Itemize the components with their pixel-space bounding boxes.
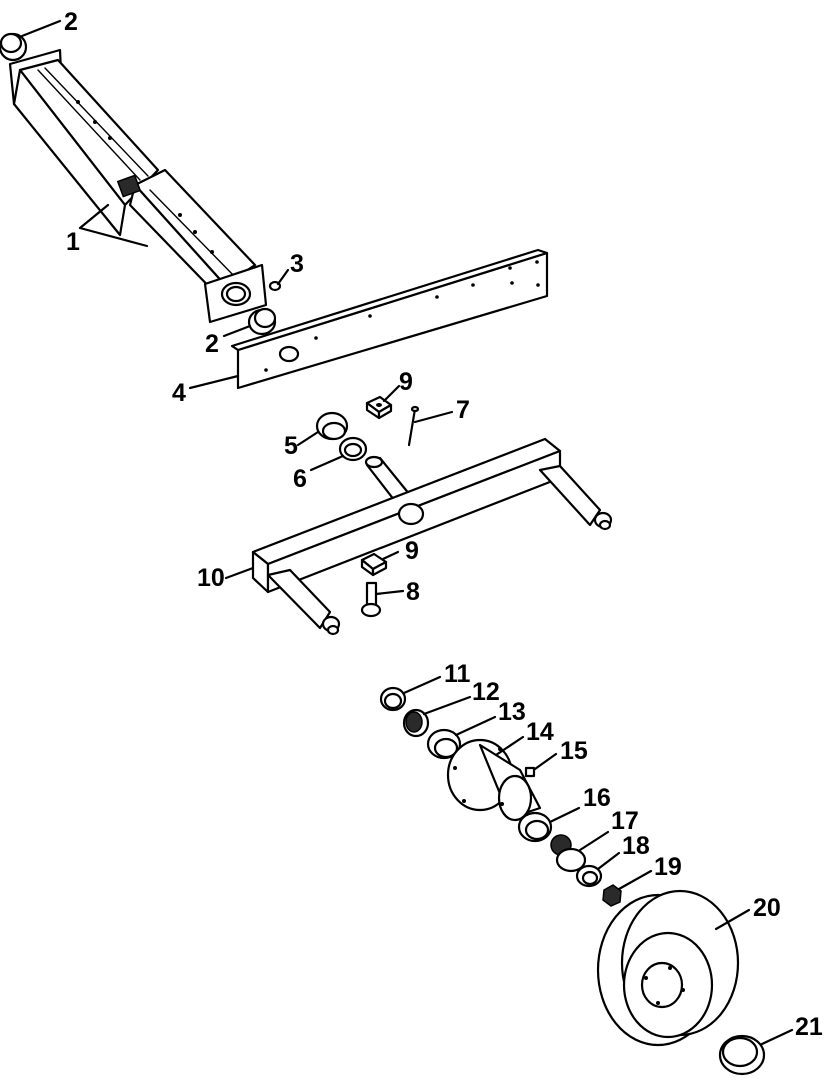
callout-2-top: 2 <box>64 8 78 36</box>
leader-2-top <box>20 19 62 38</box>
callout-7: 7 <box>456 396 470 424</box>
callout-10: 10 <box>197 564 225 592</box>
part-7-pin <box>407 405 420 447</box>
callout-19: 19 <box>654 853 682 881</box>
leader-16 <box>548 806 581 824</box>
callout-9-upper: 9 <box>399 368 413 396</box>
leader-13 <box>454 715 497 737</box>
leader-5 <box>296 430 320 447</box>
part-12-bearing-cone <box>402 708 430 738</box>
leader-9-lower <box>381 550 400 561</box>
part-14-hub <box>446 738 542 822</box>
leader-7 <box>413 410 454 424</box>
callout-5: 5 <box>284 432 298 460</box>
part-2-top-cap <box>0 32 28 62</box>
part-21-hub-cap <box>718 1034 766 1076</box>
callout-labels: 2 1 3 2 4 9 7 5 6 10 9 8 11 12 13 14 15 … <box>64 8 823 1041</box>
callout-14: 14 <box>526 718 554 746</box>
leader-9-upper <box>382 384 401 403</box>
leader-1 <box>78 203 149 248</box>
leader-20 <box>714 908 751 931</box>
part-9-lower-square-nut <box>360 552 388 577</box>
part-2-lower-cap <box>247 307 277 336</box>
leader-12 <box>422 695 472 716</box>
callout-16: 16 <box>583 784 611 812</box>
leader-3 <box>276 268 290 286</box>
leader-21 <box>760 1028 794 1046</box>
part-9-upper-square-nut <box>365 395 393 420</box>
part-16-bearing-cup <box>517 811 553 843</box>
callout-20: 20 <box>753 894 781 922</box>
part-6-washer <box>338 436 368 462</box>
part-10-axle-beam <box>251 437 613 636</box>
callout-13: 13 <box>498 698 526 726</box>
part-18-washer <box>575 864 603 888</box>
part-17-bearing-cone <box>550 834 587 873</box>
leader-4 <box>188 374 240 390</box>
part-8-bolt <box>360 581 382 618</box>
part-20-wheel <box>596 889 740 1047</box>
leader-lines <box>20 19 794 1046</box>
leader-15 <box>533 752 558 771</box>
part-15-stud <box>524 766 536 778</box>
part-13-bearing-cup <box>426 728 462 760</box>
callout-1: 1 <box>66 228 80 256</box>
callout-15: 15 <box>560 737 588 765</box>
callout-11: 11 <box>444 660 471 688</box>
leader-14 <box>494 735 525 757</box>
leader-19 <box>617 869 653 891</box>
callout-18: 18 <box>622 832 650 860</box>
callout-6: 6 <box>293 465 307 493</box>
part-1-tongue-assembly <box>8 48 268 324</box>
part-5-bushing <box>315 411 349 441</box>
callout-21: 21 <box>795 1013 823 1041</box>
callout-4: 4 <box>172 379 186 407</box>
leader-6 <box>309 454 345 472</box>
part-11-seal <box>379 686 407 712</box>
callout-17: 17 <box>611 807 639 835</box>
part-4-plate <box>230 248 549 390</box>
leader-2-lower <box>222 324 252 338</box>
callout-9-lower: 9 <box>405 537 419 565</box>
leader-18 <box>596 851 621 871</box>
callout-3: 3 <box>290 250 304 278</box>
leader-17 <box>578 830 610 852</box>
callout-12: 12 <box>472 678 500 706</box>
leader-11 <box>402 675 442 695</box>
callout-8: 8 <box>406 578 420 606</box>
leader-8 <box>374 589 405 596</box>
callout-2-lower: 2 <box>205 330 219 358</box>
leader-10 <box>224 566 255 580</box>
part-19-nut <box>602 884 622 907</box>
